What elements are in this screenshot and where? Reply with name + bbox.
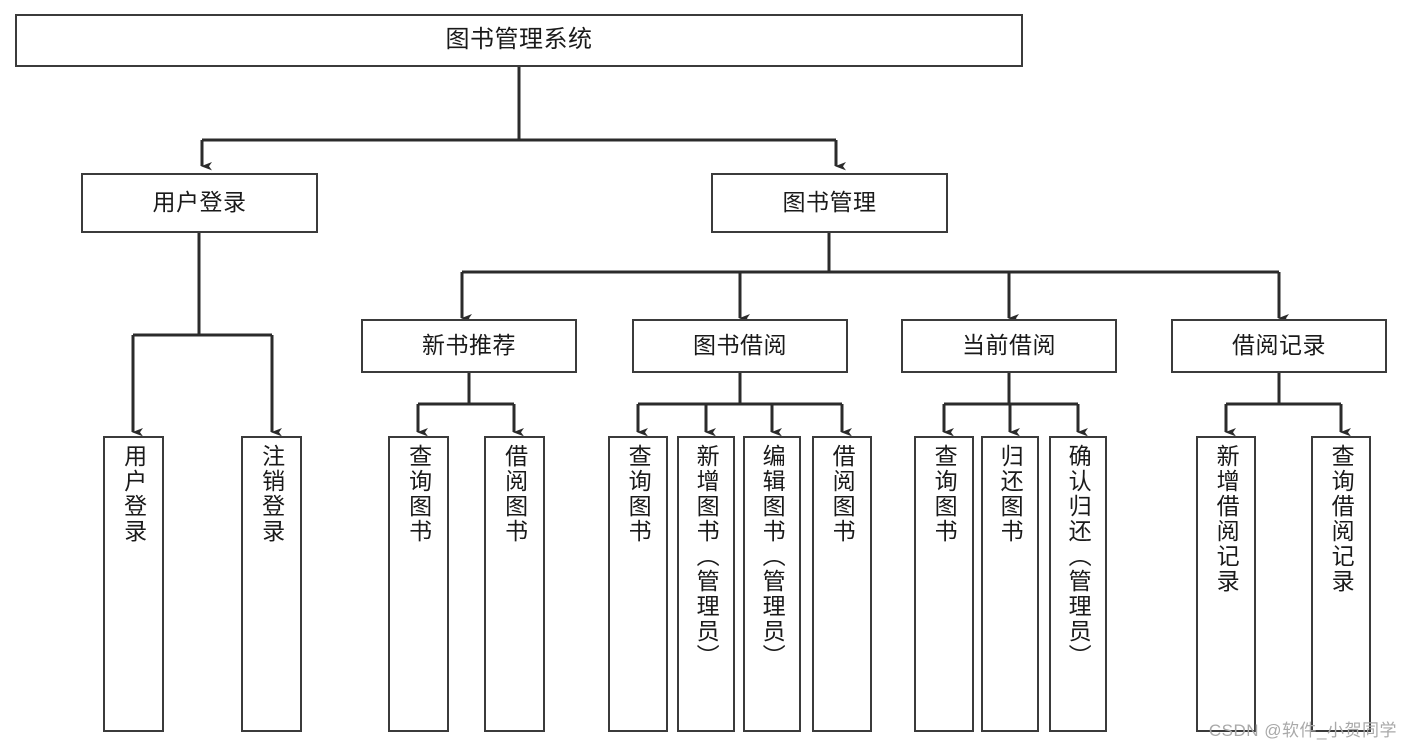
leaf-return-book[interactable]: 归还图书 [981,436,1039,732]
node-label: 查询图书 [405,444,432,544]
leaf-query-book-1[interactable]: 查询图书 [388,436,449,732]
node-root-book-management-system[interactable]: 图书管理系统 [15,14,1023,67]
node-label: 图书借阅 [693,332,787,359]
node-label: 注销登录 [258,444,285,544]
node-label: 编辑图书（管理员） [759,444,786,669]
node-label: 新书推荐 [422,332,516,359]
leaf-query-book-3[interactable]: 查询图书 [914,436,974,732]
leaf-borrow-book-2[interactable]: 借阅图书 [812,436,872,732]
leaf-add-book-admin[interactable]: 新增图书（管理员） [677,436,735,732]
leaf-user-login[interactable]: 用户登录 [103,436,164,732]
leaf-add-borrow-record[interactable]: 新增借阅记录 [1196,436,1256,732]
node-label: 图书管理系统 [445,26,593,54]
node-label: 用户登录 [120,444,147,544]
node-label: 当前借阅 [962,332,1056,359]
node-label: 图书管理 [782,189,877,216]
csdn-watermark: CSDN @软件_小贺同学 [1208,721,1397,740]
leaf-query-book-2[interactable]: 查询图书 [608,436,668,732]
leaf-query-borrow-record[interactable]: 查询借阅记录 [1311,436,1371,732]
node-label: 借阅图书 [501,444,528,544]
leaf-borrow-book-1[interactable]: 借阅图书 [484,436,545,732]
node-label: 新增借阅记录 [1213,444,1240,594]
node-label: 用户登录 [152,189,247,216]
leaf-edit-book-admin[interactable]: 编辑图书（管理员） [743,436,801,732]
node-label: 查询图书 [625,444,652,544]
node-borrow-record[interactable]: 借阅记录 [1171,319,1387,373]
node-label: 查询图书 [931,444,958,544]
leaf-logout-login[interactable]: 注销登录 [241,436,302,732]
node-label: 查询借阅记录 [1328,444,1355,594]
node-label: 借阅记录 [1232,332,1326,359]
node-user-login[interactable]: 用户登录 [81,173,318,233]
node-book-management[interactable]: 图书管理 [711,173,948,233]
node-label: 借阅图书 [829,444,856,544]
node-label: 新增图书（管理员） [693,444,720,669]
node-current-borrow[interactable]: 当前借阅 [901,319,1117,373]
node-label: 确认归还（管理员） [1065,444,1092,669]
node-label: 归还图书 [997,444,1024,544]
leaf-confirm-return-admin[interactable]: 确认归还（管理员） [1049,436,1107,732]
node-new-book-recommendation[interactable]: 新书推荐 [361,319,577,373]
node-book-borrow[interactable]: 图书借阅 [632,319,848,373]
